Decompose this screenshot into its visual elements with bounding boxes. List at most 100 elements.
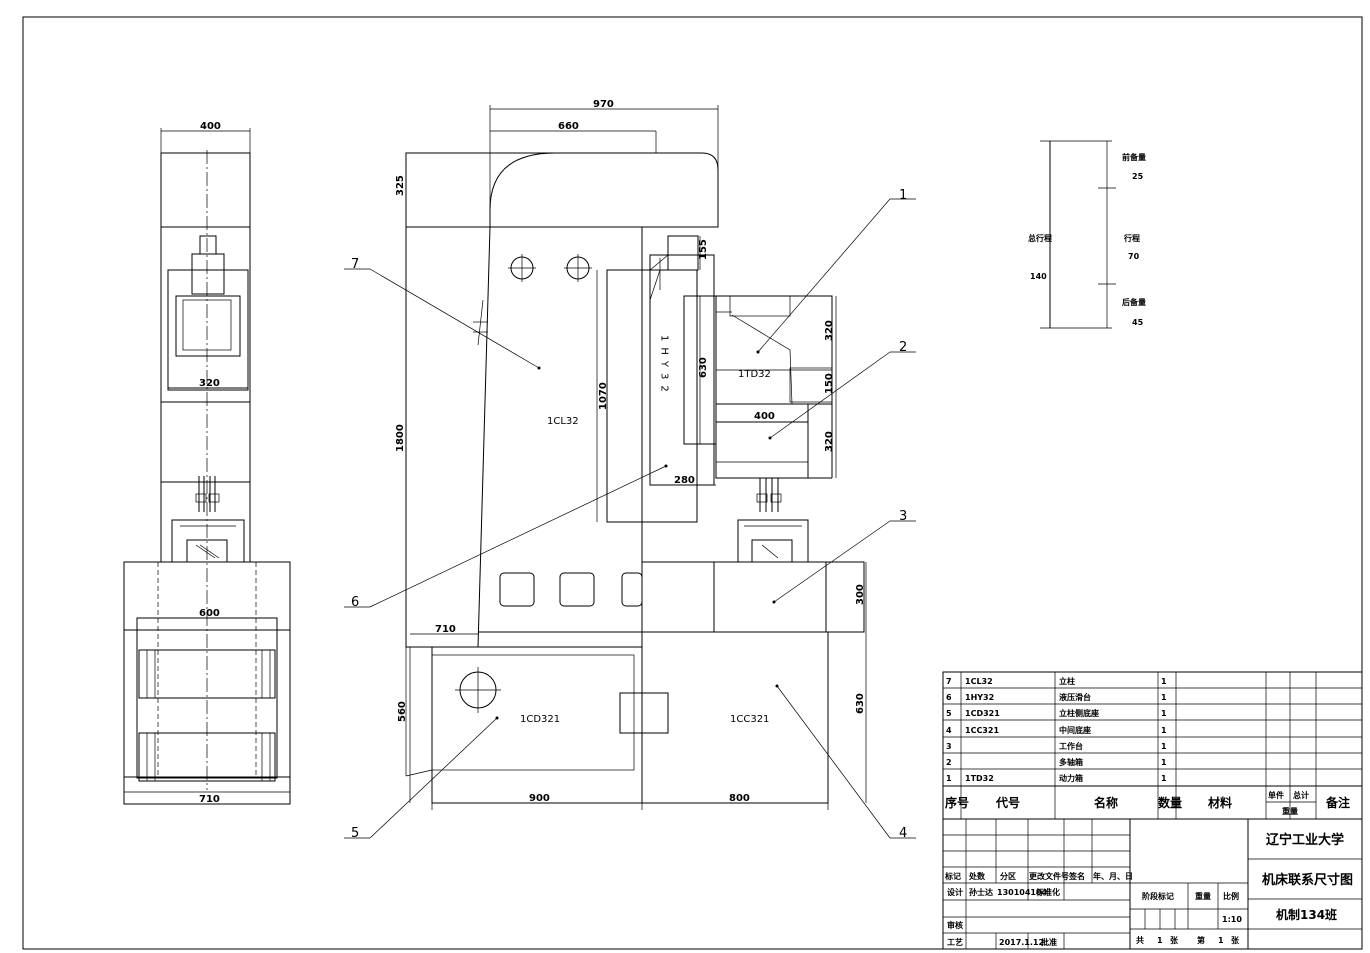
balloon-7: 7	[351, 257, 359, 272]
stroke-total-label: 总行程	[1028, 233, 1052, 243]
label-1cc321: 1CC321	[730, 714, 769, 725]
dim-325: 325	[395, 175, 406, 196]
tb-sheets-total-prefix: 共	[1136, 935, 1144, 945]
stroke-rear-value: 45	[1132, 318, 1144, 327]
bom-row-no: 1	[946, 774, 952, 783]
dim-300: 300	[855, 584, 866, 605]
title-block	[942, 818, 1363, 950]
dim-side-600: 600	[199, 608, 220, 619]
tb-approve: 批准	[1041, 937, 1057, 947]
dim-660: 660	[558, 121, 579, 132]
tb-review: 审核	[947, 920, 963, 930]
bom-header-material: 材料	[1207, 795, 1232, 810]
dim-970: 970	[593, 99, 614, 110]
dim-280: 280	[674, 475, 695, 486]
tb-designer: 孙士达	[969, 887, 993, 897]
tb-student-id: 130104104	[997, 888, 1048, 897]
bom-row-code: 1CL32	[965, 677, 993, 686]
dim-560: 560	[397, 701, 408, 722]
dim-400-unit: 400	[754, 411, 775, 422]
bom-header-qty: 数量	[1158, 795, 1182, 810]
bom-rows: 7 1CL32 立柱 1 6 1HY32 液压滑台 1 5 1CD321 立柱侧…	[946, 676, 1167, 783]
drawing-frame	[22, 16, 1363, 950]
dim-side-400: 400	[200, 121, 221, 132]
bom-row-name: 工作台	[1059, 741, 1083, 751]
dim-side-710: 710	[199, 794, 220, 805]
tb-change-doc: 更改文件号	[1029, 871, 1069, 881]
bom-row-no: 5	[946, 709, 952, 718]
bom-row-qty: 1	[1161, 726, 1167, 735]
bom-row-qty: 1	[1161, 693, 1167, 702]
dim-900: 900	[529, 793, 550, 804]
bom-header-code: 代号	[995, 795, 1020, 810]
label-1cl32: 1CL32	[547, 416, 579, 427]
tb-process: 工艺	[947, 937, 963, 947]
tb-signature: 签名	[1068, 871, 1085, 881]
bom-row-code: 1HY32	[965, 693, 994, 702]
label-1td32: 1TD32	[738, 369, 771, 380]
tb-standardize: 标准化	[1035, 887, 1060, 897]
dim-1070: 1070	[598, 382, 609, 410]
tb-class-name: 机制134班	[1276, 907, 1337, 922]
tb-stage-mark: 阶段标记	[1142, 891, 1174, 901]
bom-row-qty: 1	[1161, 758, 1167, 767]
bom-row-name: 液压滑台	[1059, 692, 1091, 702]
balloon-6: 6	[351, 595, 359, 610]
bom-row-no: 6	[946, 693, 952, 702]
tb-mark: 标记	[944, 871, 961, 881]
bom-row-name: 立柱侧底座	[1059, 708, 1099, 718]
tb-sheets-total: 1	[1157, 936, 1163, 945]
dim-630-base: 630	[855, 693, 866, 714]
balloon-5: 5	[351, 826, 359, 841]
bom-row-name: 多轴箱	[1059, 757, 1083, 767]
tb-school: 辽宁工业大学	[1266, 832, 1344, 848]
bom-row-qty: 1	[1161, 742, 1167, 751]
bom-row-code: 1CD321	[965, 709, 1000, 718]
bom-row-code: 1CC321	[965, 726, 999, 735]
dim-1800: 1800	[395, 424, 406, 452]
bom-row-qty: 1	[1161, 709, 1167, 718]
stroke-diagram	[1040, 140, 1116, 329]
balloon-4: 4	[899, 826, 907, 841]
stroke-rear-label: 后备量	[1122, 297, 1146, 307]
balloon-2: 2	[899, 340, 907, 355]
dim-150: 150	[824, 373, 835, 394]
tb-drawing-title: 机床联系尺寸图	[1262, 872, 1353, 888]
bom-header-weight: 重量	[1282, 806, 1298, 816]
dim-710: 710	[435, 624, 456, 635]
side-view	[123, 128, 291, 805]
dim-630-unit: 630	[698, 357, 709, 378]
front-view	[344, 105, 916, 839]
bom-row-no: 2	[946, 758, 952, 767]
bom-header-total-weight: 总计	[1293, 790, 1309, 800]
dim-800: 800	[729, 793, 750, 804]
tb-sheet-no-prefix: 第	[1197, 935, 1205, 945]
tb-zone: 分区	[1000, 871, 1016, 881]
label-1hy32: 1HY32	[659, 335, 670, 398]
stroke-label: 行程	[1123, 233, 1140, 243]
tb-sheet-unit: 张	[1170, 936, 1179, 945]
bom-row-no: 7	[946, 677, 952, 686]
tb-sheet-unit2: 张	[1231, 936, 1240, 945]
balloon-3: 3	[899, 509, 907, 524]
bom-table	[942, 671, 1363, 820]
stroke-total-value: 140	[1030, 272, 1047, 281]
bom-row-name: 动力箱	[1059, 773, 1083, 783]
tb-scale: 1:10	[1222, 915, 1242, 924]
tb-date: 2017.1.12	[999, 938, 1044, 947]
label-1cd321: 1CD321	[520, 714, 560, 725]
bom-row-no: 3	[946, 742, 952, 751]
dim-320-bottom: 320	[824, 431, 835, 452]
stroke-value: 70	[1128, 252, 1140, 261]
dim-side-320: 320	[199, 378, 220, 389]
stroke-front-value: 25	[1132, 172, 1144, 181]
stroke-front-label: 前备量	[1122, 152, 1146, 162]
bom-row-name: 中间底座	[1059, 725, 1091, 735]
bom-header-no: 序号	[945, 795, 969, 810]
bom-row-no: 4	[946, 726, 952, 735]
dim-155: 155	[698, 239, 709, 260]
tb-weight: 重量	[1195, 891, 1211, 901]
dim-320-top: 320	[824, 320, 835, 341]
bom-row-qty: 1	[1161, 774, 1167, 783]
